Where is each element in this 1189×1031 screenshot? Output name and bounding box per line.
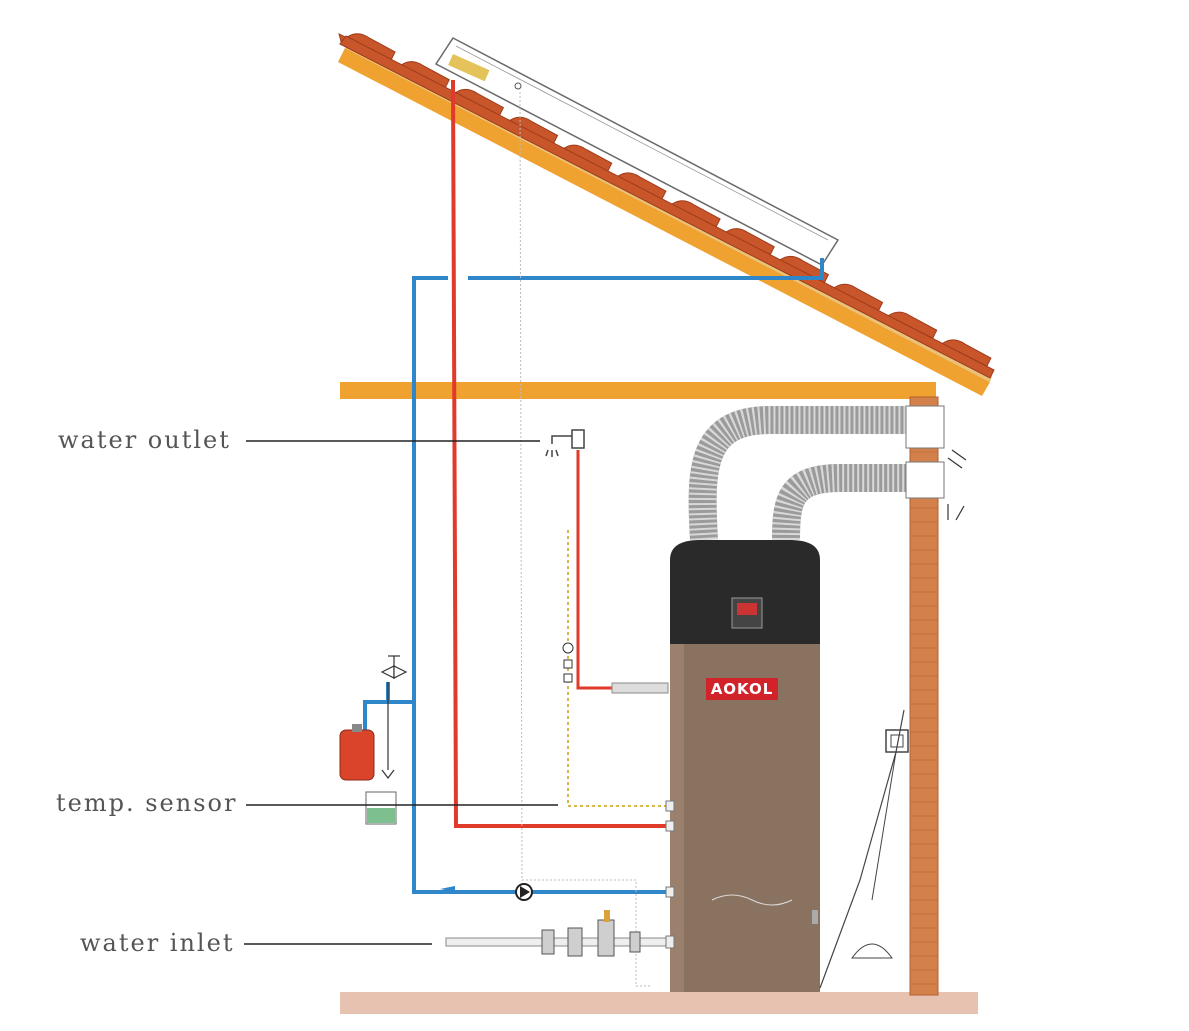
- airflow-arrows: [947, 449, 967, 521]
- heat-pump-tank: [665, 540, 820, 992]
- ground-symbol-icon: [851, 943, 893, 959]
- water-inlet-label: water inlet: [80, 929, 235, 957]
- air-ducts: [688, 406, 910, 541]
- valve-cluster: [562, 642, 574, 683]
- safety-valve-icon: [380, 655, 408, 779]
- expansion-tank: [339, 724, 375, 781]
- hot-water-pipe: [451, 79, 668, 828]
- outlet-fitting: [611, 682, 669, 694]
- power-cable: [819, 709, 905, 989]
- roof-tile-band: [339, 35, 995, 379]
- flow-arrow: [440, 886, 455, 892]
- roof: [338, 32, 995, 396]
- brand-badge: [706, 678, 778, 700]
- solar-panel: [434, 37, 840, 266]
- electrical-box: [885, 729, 909, 753]
- water-outlet-tap-icon: [545, 429, 585, 457]
- brand-name: AOKOL: [710, 680, 774, 698]
- drain-bucket: [365, 791, 397, 825]
- duct-vents: [905, 405, 945, 499]
- floor-slab: [340, 992, 978, 1014]
- hot-outlet-pipe: [576, 450, 668, 690]
- water-outlet-label: water outlet: [58, 426, 231, 454]
- temp-sensor-wire: [567, 530, 668, 807]
- ceiling-beam: [340, 382, 936, 399]
- pump-icon: [515, 883, 533, 901]
- sensor-wire: [519, 91, 650, 987]
- callout-lines: [244, 440, 558, 945]
- temp-sensor-label: temp. sensor: [56, 789, 238, 817]
- water-inlet-pipe: [445, 910, 669, 957]
